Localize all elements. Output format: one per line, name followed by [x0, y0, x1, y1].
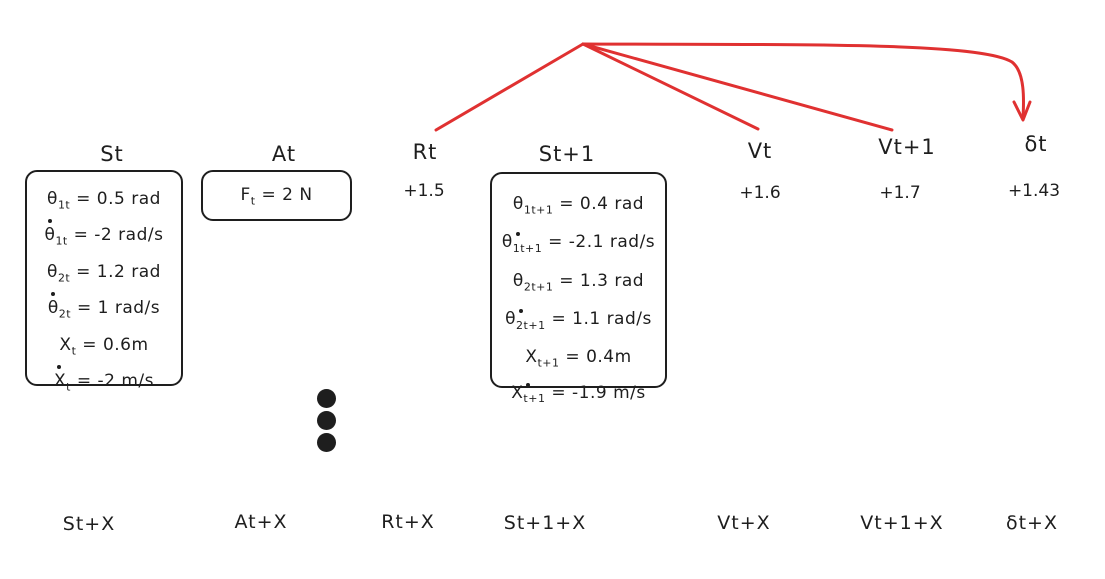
state-t1-x-dot: Xt+1 = -1.9 m/s — [492, 378, 665, 414]
state-t-box: θ1t = 0.5 rad θ1t = -2 rad/s θ2t = 1.2 r… — [25, 170, 183, 393]
value-vt: +1.6 — [739, 183, 781, 203]
ellipsis-dot-1 — [317, 389, 336, 408]
line-to-vt1 — [581, 42, 894, 132]
ellipsis-dot-3 — [317, 433, 336, 452]
state-t1-theta2-dot: θ2t+1 = 1.1 rad/s — [492, 303, 665, 341]
value-delta-t: +1.43 — [1007, 181, 1061, 201]
action-t-force: Ft = 2 N — [240, 185, 313, 208]
header-vt: Vt — [747, 139, 773, 163]
state-t-theta1-dot: θ1t = -2 rad/s — [27, 219, 181, 256]
state-t-theta2: θ2t = 1.2 rad — [47, 261, 161, 285]
footer-vt-x: Vt+X — [717, 512, 771, 534]
arrowhead — [1012, 100, 1032, 122]
value-rt: +1.5 — [403, 181, 445, 201]
state-t-theta1: θ1t = 0.5 rad — [47, 189, 161, 212]
footer-rt-x: Rt+X — [381, 511, 435, 533]
footer-st-x: St+X — [62, 513, 116, 535]
state-t1-box: θ1t+1 = 0.4 rad θ1t+1 = -2.1 rad/s θ2t+1… — [490, 172, 667, 405]
action-t-box: Ft = 2 N — [201, 170, 352, 221]
header-rt: Rt — [412, 140, 438, 164]
footer-delta-t-x: δt+X — [1005, 512, 1058, 534]
state-t-theta2-dot: θ2t = 1 rad/s — [27, 292, 181, 329]
header-delta-t: δt — [1024, 132, 1048, 156]
state-t1-x: Xt+1 = 0.4m — [525, 346, 632, 369]
header-st: St — [100, 142, 124, 166]
footer-st1-x: St+1+X — [503, 512, 587, 534]
state-t-x: Xt = 0.6m — [59, 334, 149, 357]
ellipsis-dot-2 — [317, 411, 336, 430]
header-at: At — [271, 142, 297, 166]
value-vt1: +1.7 — [879, 183, 921, 203]
state-t1-theta1-dot: θ1t+1 = -2.1 rad/s — [492, 226, 665, 264]
header-vt1: Vt+1 — [878, 135, 936, 159]
line-to-vt — [581, 42, 760, 131]
header-st1: St+1 — [538, 142, 596, 166]
arrow-to-delta-t — [581, 42, 1026, 120]
footer-at-x: At+X — [234, 511, 288, 533]
state-t-x-dot: Xt = -2 m/s — [27, 364, 181, 402]
state-t1-theta2: θ2t+1 = 1.3 rad — [512, 270, 645, 294]
state-t1-theta1: θ1t+1 = 0.4 rad — [512, 194, 645, 217]
line-to-rt — [434, 42, 585, 132]
footer-vt1-x: Vt+1+X — [860, 512, 944, 534]
